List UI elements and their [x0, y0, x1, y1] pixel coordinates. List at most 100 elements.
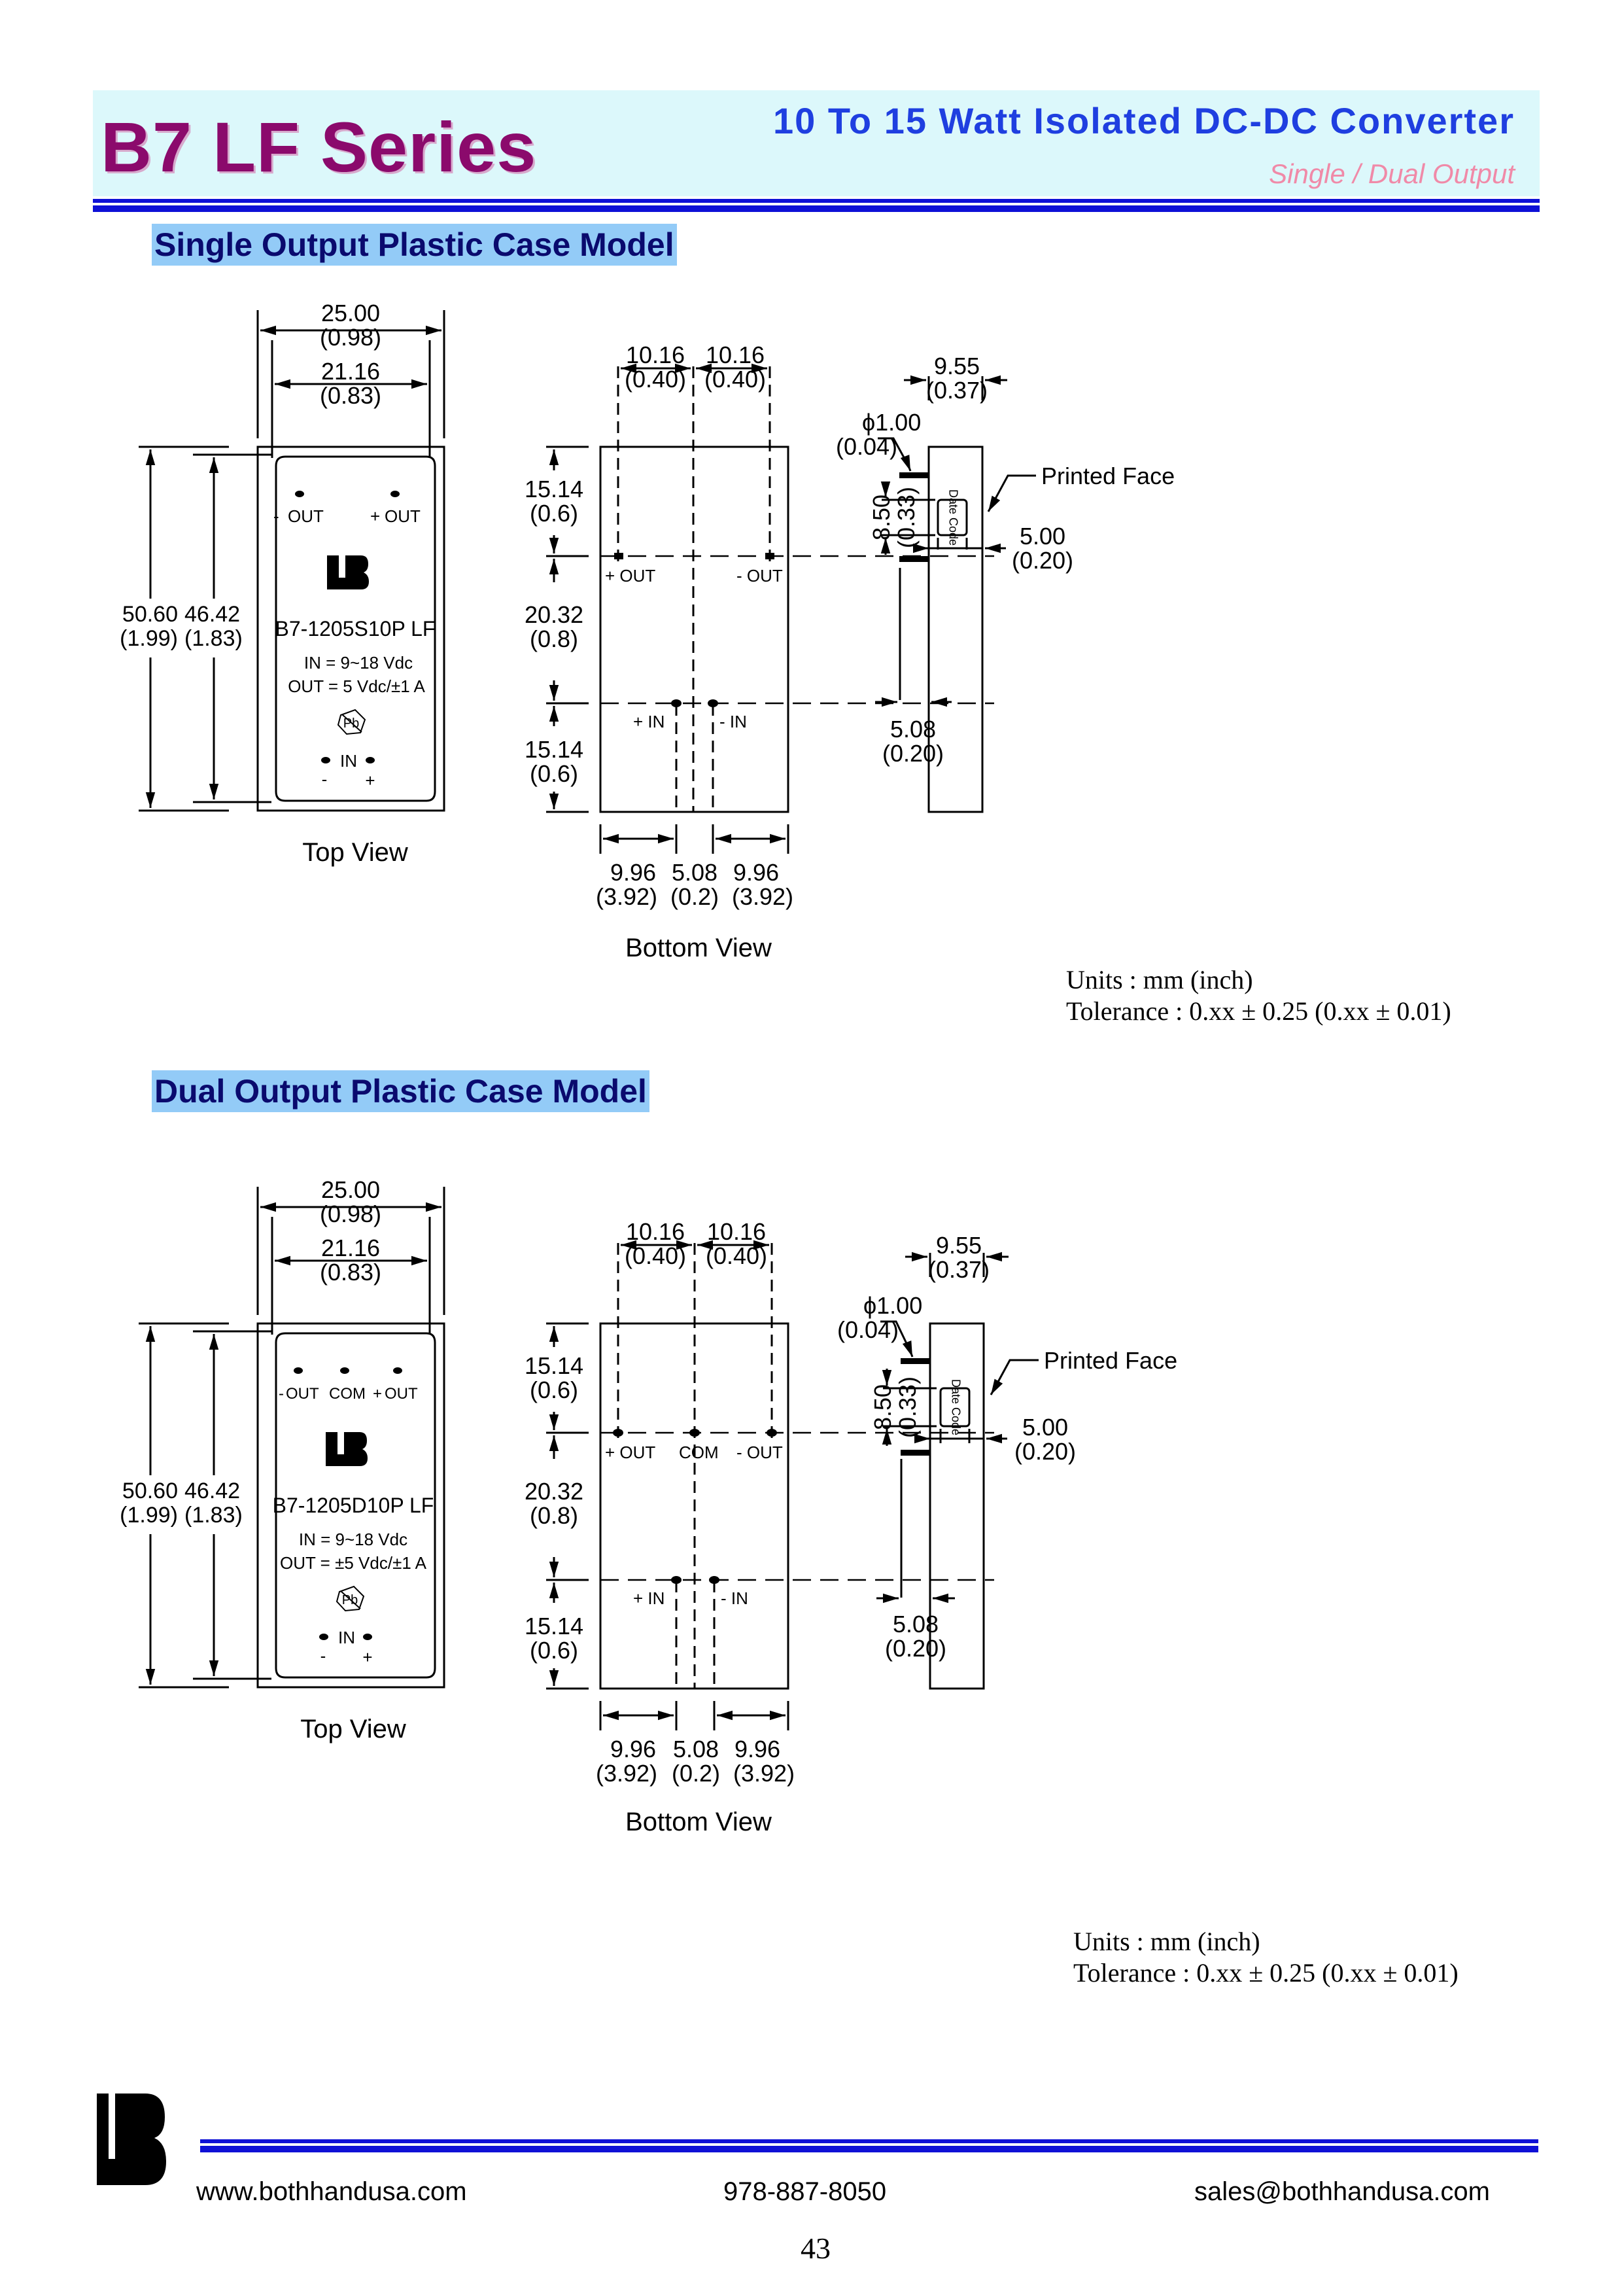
dim-height-inner-mm: 46.42: [184, 602, 240, 627]
footer-phone: 978-887-8050: [723, 2177, 887, 2206]
dim-pin-dia-in: (0.04): [836, 433, 897, 460]
units-note-dual: Units : mm (inch) Tolerance : 0.xx ± 0.2…: [1073, 1926, 1459, 1989]
pin-dot: [366, 757, 375, 763]
dim-side-mm: 20.32: [525, 601, 583, 628]
dim-width-inner-mm: 21.16: [321, 358, 380, 385]
in-plus: +: [362, 1647, 372, 1667]
dim-bottom-in: (3.92): [596, 1760, 657, 1787]
tolerance-text: Tolerance : 0.xx ± 0.25 (0.xx ± 0.01): [1066, 996, 1451, 1026]
bottom-view-pins: [613, 1429, 777, 1584]
dim-pitch-mm: 10.16: [626, 1218, 685, 1245]
dim-bottom-mm: 5.08: [673, 1736, 719, 1762]
pin-dot: [708, 699, 718, 707]
date-code-label: Date Code: [946, 489, 959, 546]
svg-text:Pb: Pb: [343, 716, 359, 731]
hb-logo-icon: [327, 555, 369, 589]
bottom-view-pins: [614, 553, 774, 707]
pin-dot: [671, 699, 682, 707]
bottom-pin-label: - OUT: [736, 566, 783, 586]
footer-email-link[interactable]: sales@bothhandusa.com: [1194, 2177, 1490, 2206]
pin-stub: [901, 1358, 930, 1364]
bottom-view-label: Bottom View: [625, 1808, 772, 1836]
pin-label-out: OUT: [288, 506, 324, 526]
in-label: IN: [338, 1628, 355, 1647]
output-spec: OUT = 5 Vdc/±1 A: [288, 676, 425, 696]
bottom-pin-label: - IN: [721, 1588, 748, 1608]
pin-dot: [390, 491, 400, 497]
pin-label-minus: -: [279, 1385, 284, 1403]
date-code-label: Date Code: [949, 1379, 962, 1435]
footer-rule-thick: [200, 2146, 1538, 2152]
svg-text:Pb: Pb: [342, 1593, 358, 1607]
dim-side-mm: 15.14: [525, 476, 583, 502]
side-view: [875, 375, 1036, 813]
dim-width-outer-in: (0.98): [320, 1200, 381, 1227]
bottom-pin-label: + IN: [633, 712, 665, 731]
dim-pin-length-mm: 5.08: [890, 716, 936, 743]
lead-free-icon: Pb: [336, 1585, 365, 1612]
pin-label-out: OUT: [385, 1385, 418, 1403]
case-outline: [256, 446, 445, 812]
in-minus: -: [322, 769, 328, 789]
dim-bottom-mm: 9.96: [610, 859, 656, 886]
pin-stub: [899, 556, 929, 562]
dim-bottom-mm: 9.96: [734, 1736, 780, 1762]
lead-free-icon: Pb: [337, 709, 366, 735]
dim-height-inner-in: (1.83): [184, 1503, 243, 1528]
top-view: [139, 1187, 445, 1689]
dim-width-outer-mm: 25.00: [321, 1176, 380, 1203]
dim-height-outer-in: (1.99): [120, 1503, 178, 1528]
pin-dot: [767, 1429, 777, 1437]
dim-bottom-in: (3.92): [596, 883, 657, 910]
dim-pitch-in: (0.40): [706, 1242, 767, 1269]
input-spec: IN = 9~18 Vdc: [304, 653, 413, 673]
dim-depth-in: (0.37): [926, 377, 988, 404]
dim-datecode-offset-in: (0.20): [1014, 1438, 1076, 1465]
pin-label-plus: +: [370, 506, 380, 526]
dim-datecode-height-mm: 8.50: [869, 1384, 896, 1430]
bottom-pin-label: + OUT: [605, 566, 655, 586]
tolerance-text: Tolerance : 0.xx ± 0.25 (0.xx ± 0.01): [1073, 1958, 1459, 1988]
bottom-view: [546, 1240, 994, 1730]
side-view-pins: [899, 472, 929, 562]
bottom-pin-label: + IN: [633, 1588, 665, 1608]
dim-datecode-offset-in: (0.20): [1012, 547, 1073, 574]
top-view-label: Top View: [300, 1715, 406, 1743]
dim-pin-dia-in: (0.04): [837, 1316, 899, 1343]
dim-width-outer-mm: 25.00: [321, 300, 380, 326]
dim-side-mm: 15.14: [525, 1352, 583, 1379]
dim-side-in: (0.8): [530, 625, 578, 652]
pin-stub: [901, 1450, 930, 1456]
dim-pin-dia-mm: ϕ1.00: [863, 1292, 922, 1319]
output-spec: OUT = ±5 Vdc/±1 A: [280, 1553, 427, 1573]
pin-dot: [613, 1429, 623, 1437]
section-heading-dual: Dual Output Plastic Case Model: [152, 1070, 649, 1112]
in-label: IN: [340, 751, 357, 771]
pin-dot: [614, 553, 623, 559]
pin-dot: [319, 1634, 328, 1640]
pin-label-out: OUT: [385, 506, 421, 526]
case-outline: [256, 1322, 445, 1689]
pin-dot: [294, 1367, 303, 1374]
pin-dot: [340, 1367, 349, 1374]
dim-side-in: (0.8): [530, 1502, 578, 1529]
dim-height-outer-mm: 50.60: [122, 1479, 178, 1503]
pin-dot: [765, 553, 774, 559]
model-number: B7-1205S10P LF: [275, 617, 436, 640]
dim-pitch-mm: 10.16: [626, 342, 685, 368]
header-rule-thin: [93, 199, 1540, 203]
hb-logo-icon: [326, 1432, 368, 1466]
footer-website-link[interactable]: www.bothhandusa.com: [196, 2177, 467, 2206]
section-heading-single: Single Output Plastic Case Model: [152, 224, 677, 266]
dim-side-in: (0.6): [530, 1376, 578, 1403]
in-plus: +: [365, 771, 375, 790]
side-view: [876, 1252, 1039, 1690]
dim-bottom-in: (0.2): [670, 883, 719, 910]
pin-label-plus: +: [373, 1385, 382, 1403]
single-output-drawing: - OUT + OUT B7-1205S10P LF IN = 9~18 Vdc…: [120, 300, 1175, 962]
product-subtitle: 10 To 15 Watt Isolated DC-DC Converter: [773, 100, 1515, 141]
dim-bottom-in: (3.92): [733, 1760, 795, 1787]
dim-side-mm: 20.32: [525, 1478, 583, 1505]
dim-datecode-offset-mm: 5.00: [1020, 523, 1065, 550]
model-number: B7-1205D10P LF: [273, 1494, 434, 1517]
